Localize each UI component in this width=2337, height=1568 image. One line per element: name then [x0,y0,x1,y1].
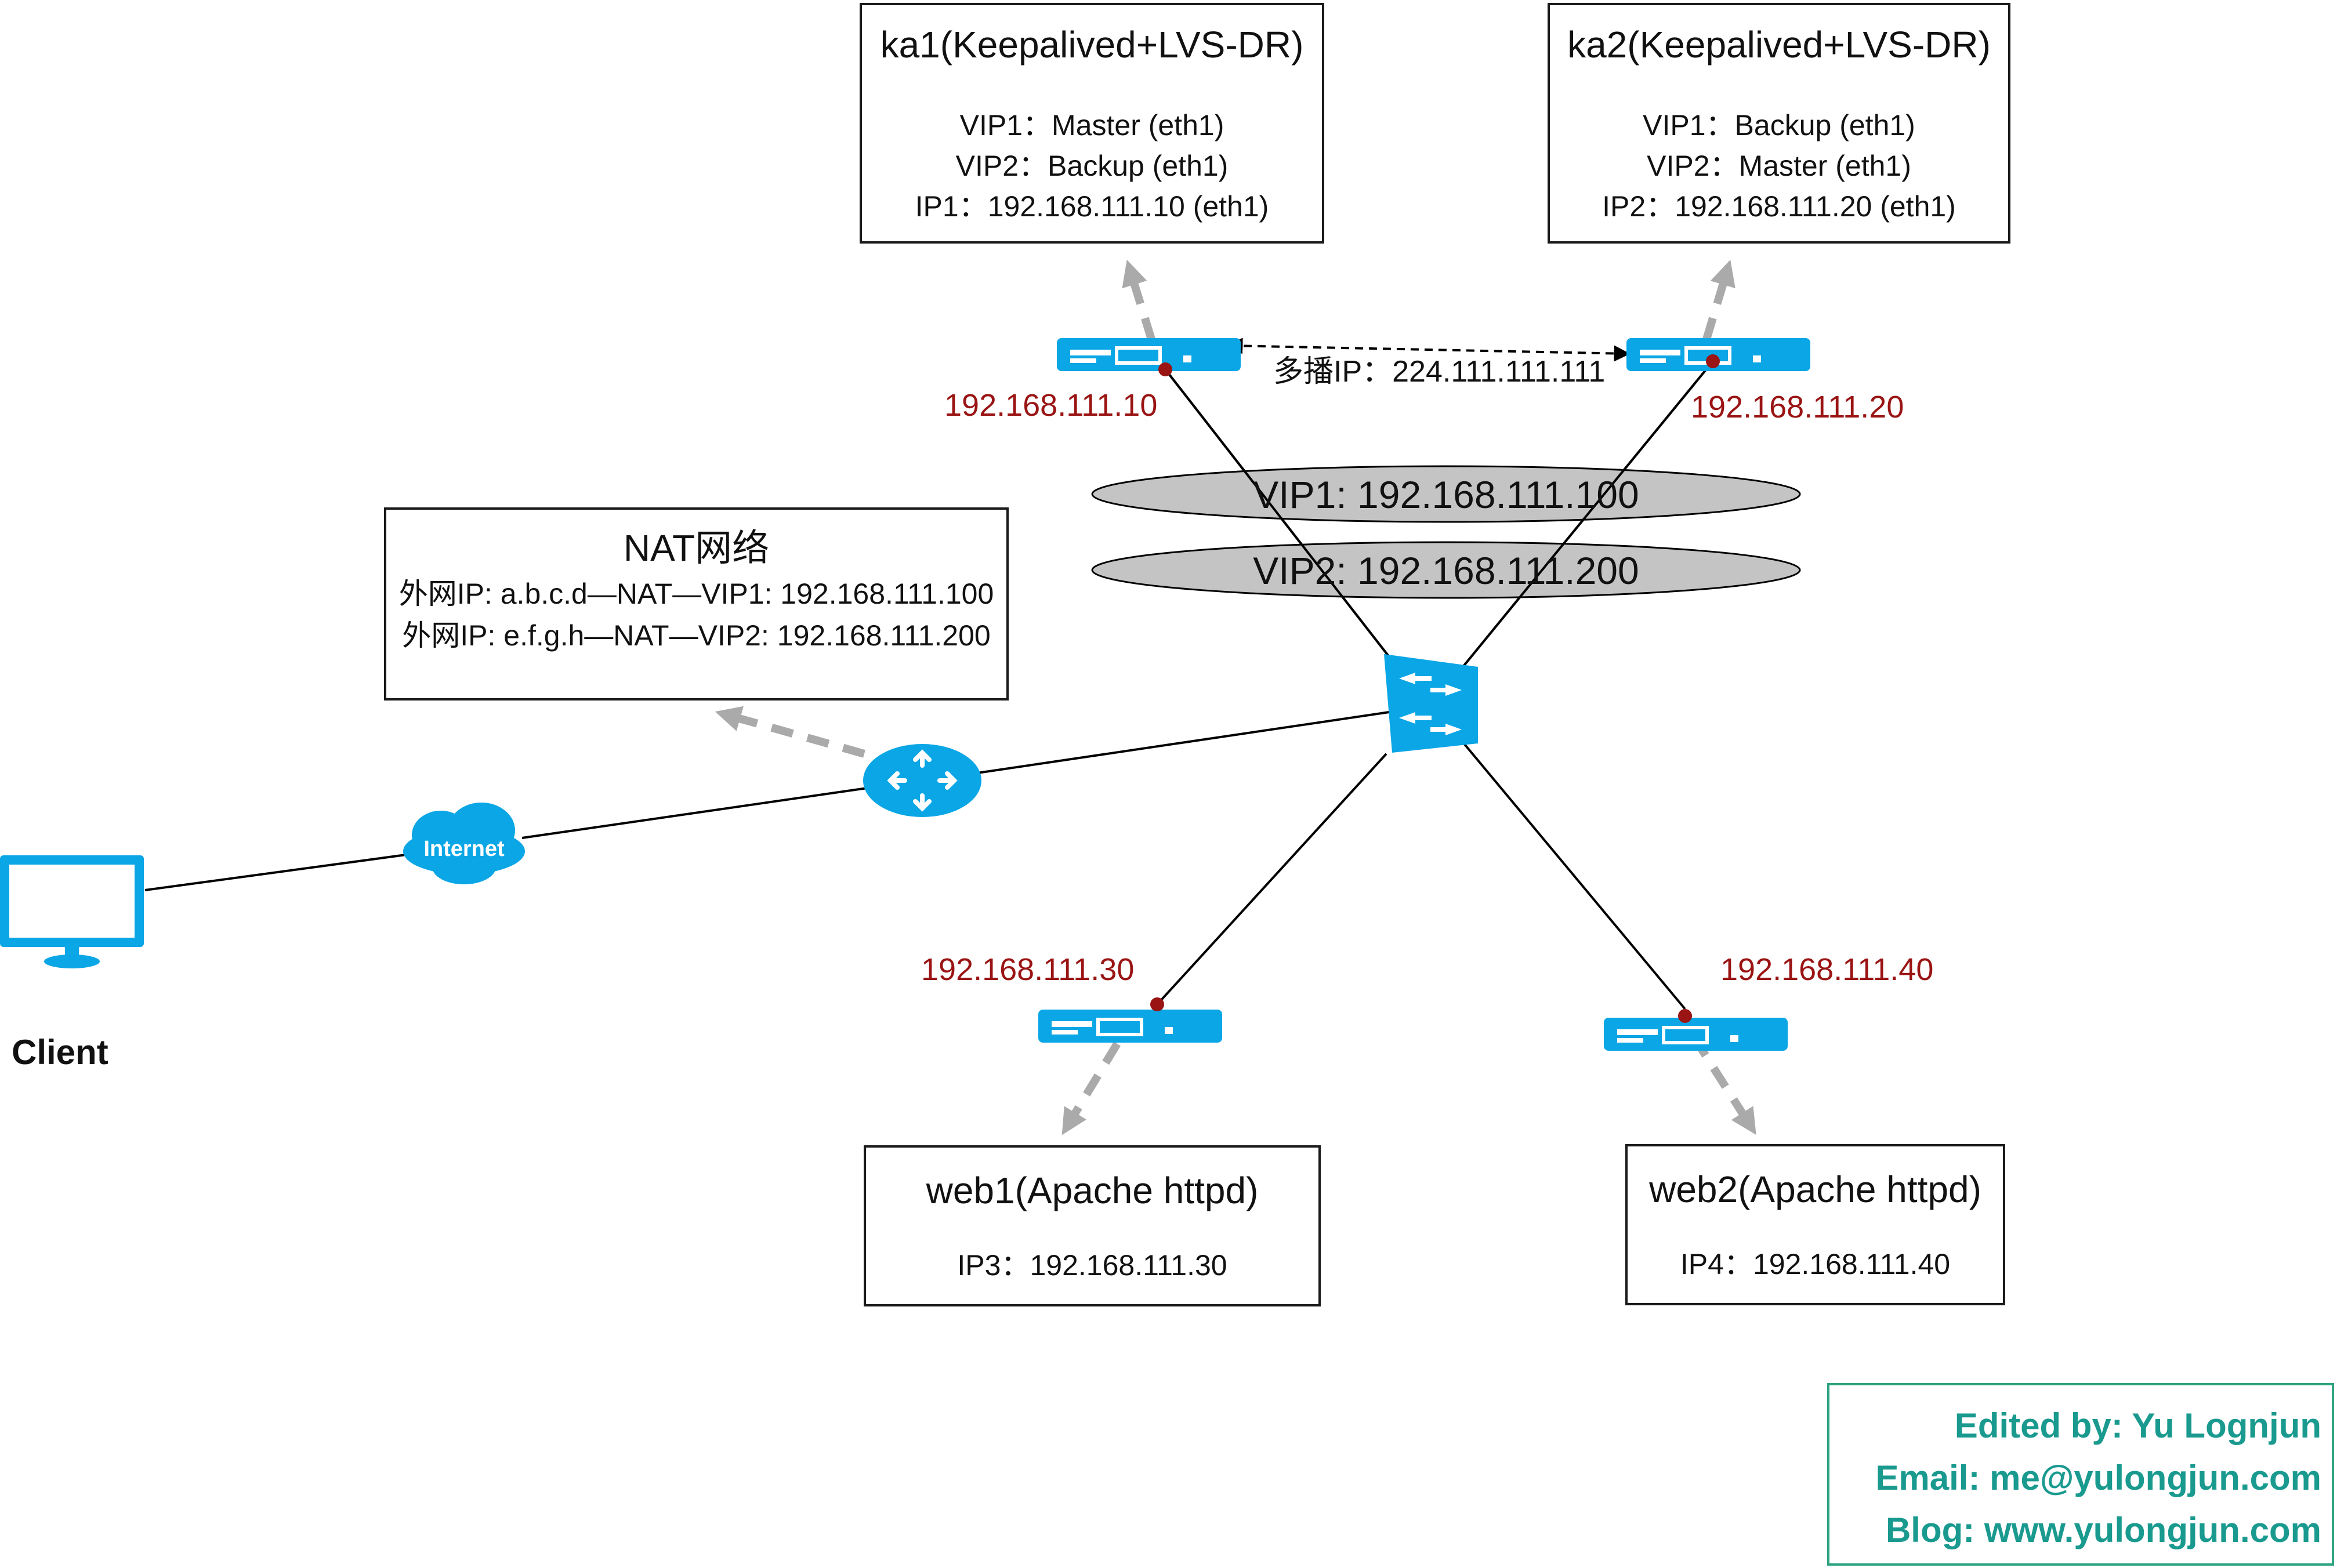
arrow-web1 [1061,1041,1121,1135]
web1-ip: IP3：192.168.111.30 [957,1249,1227,1282]
ka2-vip1: VIP1：Backup (eth1) [1643,109,1915,141]
link-internet-client [144,854,407,891]
multicast-label: 多播IP：224.111.111.111 [1273,355,1606,389]
monitor-icon [0,855,144,968]
ka1-ip: IP1：192.168.111.10 (eth1) [915,190,1269,223]
arrow-ka2 [1702,259,1735,341]
link-ka1-switch-over [1164,368,1415,690]
vip1-label: VIP1: 192.168.111.100 [1253,473,1639,516]
switch-icon [1384,654,1478,753]
nat-title: NAT网络 [623,527,770,569]
arrow-ka1 [1122,259,1155,341]
port-dots [1150,354,1720,1023]
ka1-ip-label: 192.168.111.10 [944,388,1158,423]
nat-box: NAT网络 外网IP: a.b.c.d—NAT—VIP1: 192.168.11… [384,507,1009,700]
port-dot-ka1 [1158,362,1172,376]
nat-line-2: 外网IP: e.f.g.h—NAT—VIP2: 192.168.111.200 [402,619,991,652]
link-ka2-switch-over [1462,360,1714,668]
credits-email: Email: me@yulongjun.com [1875,1458,2321,1497]
link-switch-web2 [1462,741,1686,1010]
overlay-lines [1164,360,1714,690]
internet-label: Internet [423,837,505,861]
credits-blog: Blog: www.yulongjun.com [1885,1511,2321,1549]
nat-line-1: 外网IP: a.b.c.d—NAT—VIP1: 192.168.111.100 [398,578,994,610]
multicast-arrow [1226,337,1631,362]
server-icon-web1 [1038,1010,1222,1043]
server-icon-ka2 [1626,338,1810,371]
web1-title: web1(Apache httpd) [926,1170,1259,1211]
cloud-icon [403,803,525,884]
link-router-internet [521,787,868,839]
server-icon-ka1 [1057,338,1241,371]
web1-box: web1(Apache httpd) IP3：192.168.111.30 [864,1145,1321,1306]
web2-box: web2(Apache httpd) IP4：192.168.111.40 [1625,1144,2005,1305]
credits-author: Edited by: Yu Lognjun [1954,1406,2321,1445]
credits-box: Edited by: Yu Lognjun Email: me@yulongju… [1827,1383,2334,1566]
ka1-title: ka1(Keepalived+LVS-DR) [880,24,1304,66]
ka1-vip2: VIP2：Backup (eth1) [955,150,1229,182]
port-dot-ka2 [1706,354,1720,368]
ka1-vip1: VIP1：Master (eth1) [959,109,1224,141]
link-switch-router [977,711,1390,774]
ka2-title: ka2(Keepalived+LVS-DR) [1567,24,1991,66]
port-dot-web2 [1678,1009,1692,1023]
client-label: Client [12,1033,108,1072]
router-icon [863,744,981,817]
arrow-web2 [1690,1035,1756,1135]
vip2-ellipse [1091,541,1801,599]
web2-title: web2(Apache httpd) [1649,1168,1981,1210]
web1-ip-label: 192.168.111.30 [921,952,1135,987]
ka2-ip-label: 192.168.111.20 [1691,390,1904,424]
link-switch-web1 [1156,753,1387,1006]
ka1-box: ka1(Keepalived+LVS-DR) VIP1：Master (eth1… [860,3,1324,244]
arrow-nat [715,706,865,758]
gray-arrows [715,259,1756,1135]
vip1-ellipse [1091,465,1801,523]
vip2-label: VIP2: 192.168.111.200 [1253,549,1639,592]
server-icon-web2 [1604,1018,1788,1051]
ka2-ip: IP2：192.168.111.20 (eth1) [1602,190,1956,223]
ka2-vip2: VIP2：Master (eth1) [1647,150,1911,182]
port-dot-web1 [1150,997,1164,1011]
web2-ip: IP4：192.168.111.40 [1680,1248,1951,1280]
web2-ip-label: 192.168.111.40 [1720,952,1934,987]
ka2-box: ka2(Keepalived+LVS-DR) VIP1：Backup (eth1… [1548,3,2010,244]
